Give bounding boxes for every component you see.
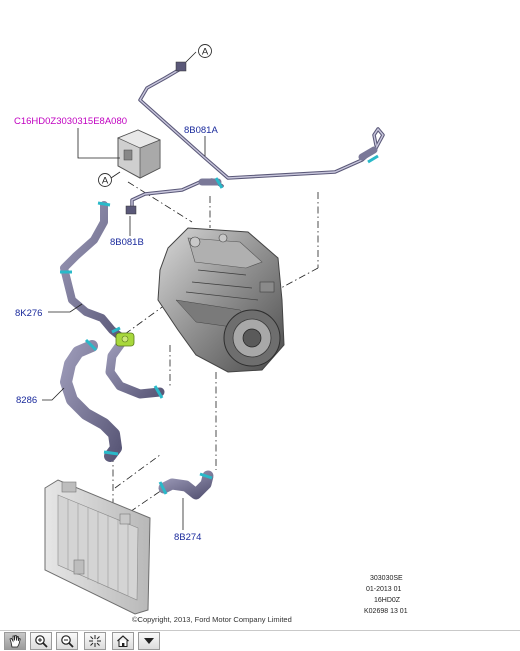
pipe-8b081b bbox=[125, 177, 224, 215]
expansion-tank bbox=[117, 129, 161, 179]
engine bbox=[157, 227, 285, 373]
copyright-notice: ©Copyright, 2013, Ford Motor Company Lim… bbox=[132, 615, 292, 624]
pan-tool-button[interactable] bbox=[4, 632, 26, 650]
callout-8b274: 8B274 bbox=[174, 532, 201, 543]
callout-8b081b: 8B081B bbox=[110, 237, 144, 248]
callout-8b081a: 8B081A bbox=[184, 125, 218, 136]
zoom-out-button[interactable] bbox=[56, 632, 78, 650]
zoom-in-button[interactable] bbox=[30, 632, 52, 650]
callout-part-code: C16HD0Z3030315E8A080 bbox=[14, 116, 127, 127]
svg-text:A: A bbox=[202, 47, 209, 58]
info-line-3: 16HD0Z bbox=[374, 597, 401, 604]
info-line-1: 303030SE bbox=[370, 575, 403, 582]
info-line-4: K02698 13 01 bbox=[364, 608, 408, 615]
viewer-toolbar bbox=[0, 630, 520, 651]
hose-engine-branch bbox=[105, 337, 165, 399]
hose-8286 bbox=[60, 338, 122, 462]
fit-view-button[interactable] bbox=[84, 632, 106, 650]
home-icon bbox=[117, 635, 129, 647]
hose-8k276 bbox=[60, 201, 126, 342]
info-line-2: 01-2013 01 bbox=[366, 586, 402, 593]
diagram-info-block: 303030SE 01-2013 01 16HD0Z K02698 13 01 bbox=[364, 575, 408, 615]
ref-a-top: A bbox=[198, 44, 212, 58]
menu-dropdown-button[interactable] bbox=[138, 632, 160, 650]
radiator bbox=[44, 479, 151, 615]
hand-icon bbox=[9, 635, 21, 648]
fit-view-icon bbox=[89, 635, 101, 647]
cooling-system-diagram: A A C16HD0Z3030315E8A080 8B081A 8B081B 8… bbox=[14, 44, 408, 624]
triangle-down-icon bbox=[144, 638, 154, 644]
home-button[interactable] bbox=[112, 632, 134, 650]
zoom-in-icon bbox=[35, 635, 48, 648]
callout-8k276: 8K276 bbox=[15, 308, 42, 319]
ref-a-tank: A bbox=[98, 173, 112, 187]
hose-8b274 bbox=[158, 470, 214, 500]
svg-text:A: A bbox=[102, 176, 109, 187]
coolant-connector bbox=[115, 332, 135, 347]
callout-8286: 8286 bbox=[16, 395, 37, 406]
callout-leaders bbox=[42, 51, 206, 530]
zoom-out-icon bbox=[61, 635, 74, 648]
pipe-8b081a bbox=[138, 61, 385, 180]
